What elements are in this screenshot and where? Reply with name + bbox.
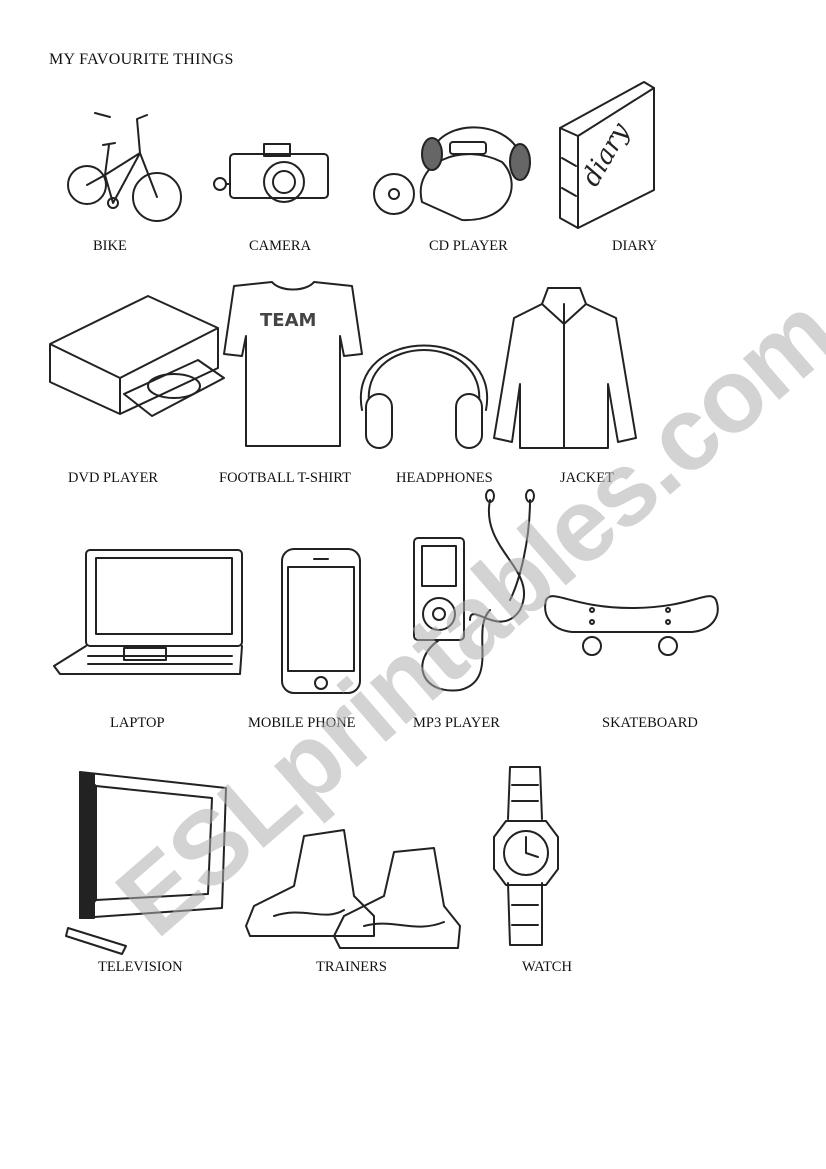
t-shirt-icon: TEAM (223, 280, 363, 448)
jacket-icon (490, 284, 640, 450)
diary-cover-text: diary (576, 118, 636, 192)
item-label: TELEVISION (98, 959, 183, 975)
mobile-phone-icon (280, 547, 362, 695)
mp3-player-icon (410, 489, 540, 695)
t-shirt-print-text: TEAM (260, 310, 316, 331)
dvd-player-icon (48, 294, 225, 424)
item-label: CD PLAYER (429, 238, 508, 254)
item-label: SKATEBOARD (602, 715, 698, 731)
item-label: FOOTBALL T-SHIRT (219, 470, 351, 486)
item-label: DVD PLAYER (68, 470, 159, 486)
camera-icon (212, 140, 332, 210)
item-label: TRAINERS (316, 959, 387, 975)
laptop-icon (52, 548, 244, 678)
page-title: MY FAVOURITE THINGS (49, 51, 234, 68)
item-label: HEADPHONES (396, 470, 493, 486)
item-label: WATCH (522, 959, 572, 975)
cd-player-icon (372, 122, 534, 222)
trainers-icon (244, 826, 462, 952)
item-label: MP3 PLAYER (413, 715, 500, 731)
television-icon (65, 768, 230, 955)
item-label: LAPTOP (110, 715, 165, 731)
item-label: JACKET (560, 470, 614, 486)
headphones-icon (359, 310, 489, 452)
bike-icon (65, 105, 183, 230)
item-label: BIKE (93, 238, 127, 254)
diary-icon: diary (556, 78, 658, 230)
watch-icon (492, 765, 562, 950)
skateboard-icon (542, 588, 720, 660)
item-label: CAMERA (249, 238, 312, 254)
item-label: DIARY (612, 238, 658, 254)
item-label: MOBILE PHONE (248, 715, 356, 731)
